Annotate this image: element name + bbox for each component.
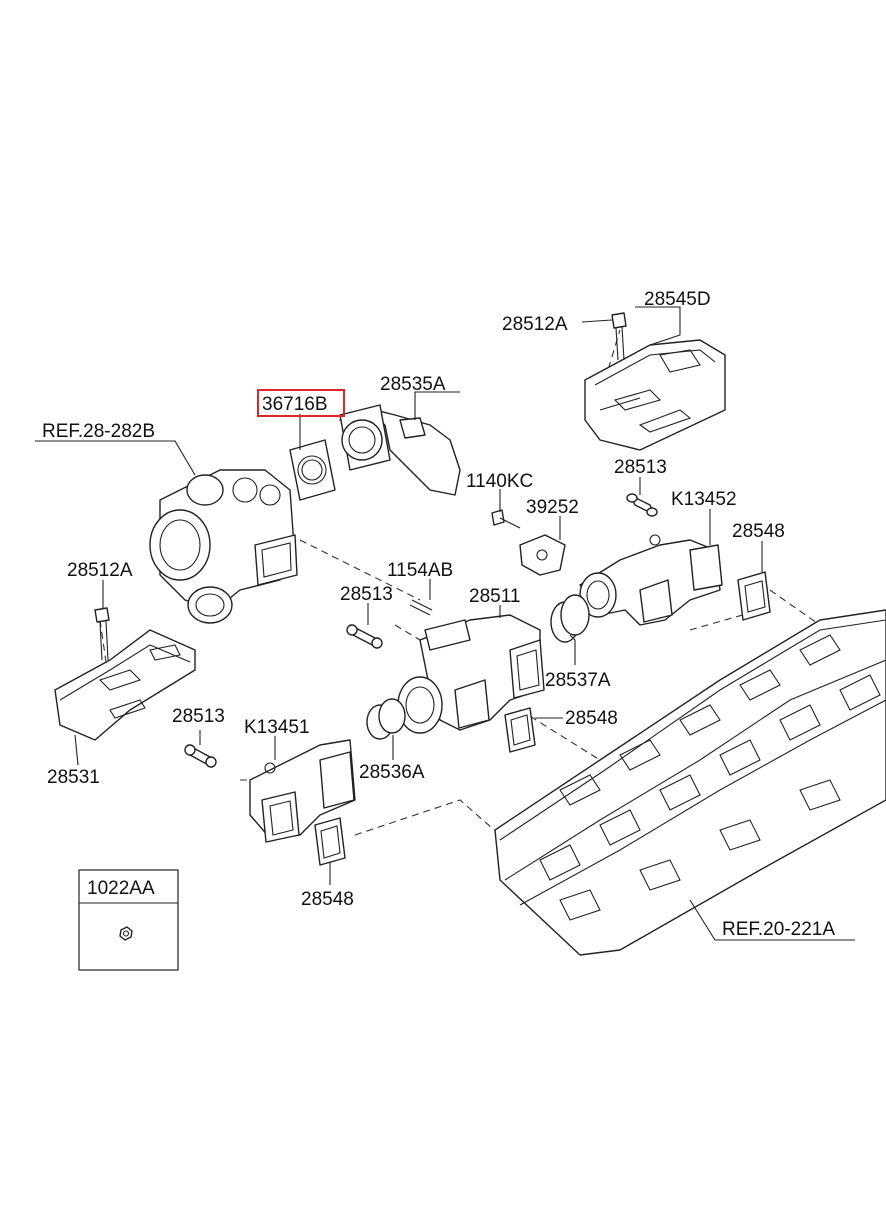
gasket-28548-low[interactable] [314,817,346,866]
label-28548-mid[interactable]: 28548 [565,708,618,729]
label-28513-top[interactable]: 28513 [614,457,667,478]
label-28531[interactable]: 28531 [47,767,100,788]
label-28512A-top[interactable]: 28512A [502,314,568,335]
label-K13451[interactable]: K13451 [244,717,310,738]
label-28537A[interactable]: 28537A [545,670,611,691]
cylinder-head[interactable] [494,609,886,956]
label-28512A-left[interactable]: 28512A [67,560,133,581]
turbocharger[interactable] [149,469,298,624]
gasket-36716B[interactable] [289,439,336,501]
bolt-1140KC[interactable] [491,509,521,529]
label-28535A[interactable]: 28535A [380,374,446,395]
label-28545D[interactable]: 28545D [644,289,711,310]
stud-1154AB[interactable] [409,599,433,616]
label-28513-low[interactable]: 28513 [172,706,225,727]
turbo-outlet-28535A[interactable] [339,404,461,496]
bolt-28512A-left[interactable] [94,607,110,661]
label-28511[interactable]: 28511 [469,586,520,607]
part-labels: 28545D 28512A 28535A 36716B REF.28-282B … [42,289,835,940]
label-ref-28-282B[interactable]: REF.28-282B [42,421,155,442]
pipe-28513-mid[interactable] [346,624,383,649]
label-36716B[interactable]: 36716B [262,394,328,415]
assembly-dashed-lines [99,329,821,836]
manifold-K13451[interactable] [249,739,356,843]
label-28548-low[interactable]: 28548 [301,889,354,910]
cylinder-head-ports [539,634,881,921]
label-1154AB[interactable]: 1154AB [387,560,453,581]
o-rings-28537A[interactable] [550,594,590,643]
nut-icon [119,926,133,941]
nut-1022AA-box[interactable]: 1022AA [78,869,179,971]
gasket-28548-mid[interactable] [504,707,536,753]
label-ref-20-221A[interactable]: REF.20-221A [722,919,835,940]
heat-shield-28531[interactable] [54,629,196,741]
heat-shield-28545D[interactable] [584,339,726,451]
o-rings-28536A[interactable] [366,698,406,740]
pipe-28513-top[interactable] [626,493,658,517]
gasket-28548-right[interactable] [737,571,771,621]
label-28536A[interactable]: 28536A [359,762,425,783]
highlight-box-36716B [257,389,345,417]
label-1022AA: 1022AA [87,878,155,899]
bracket-39252[interactable] [519,534,566,576]
label-28513-mid[interactable]: 28513 [340,584,393,605]
label-K13452[interactable]: K13452 [671,489,737,510]
label-39252[interactable]: 39252 [526,497,579,518]
pipe-28513-low[interactable] [184,744,217,768]
bolt-28512A-top[interactable] [611,312,627,361]
label-1140KC[interactable]: 1140KC [466,471,533,492]
label-28548-right[interactable]: 28548 [732,521,785,542]
manifold-K13452[interactable] [579,534,723,626]
leader-lines [35,306,855,941]
manifold-28511[interactable] [397,614,545,734]
